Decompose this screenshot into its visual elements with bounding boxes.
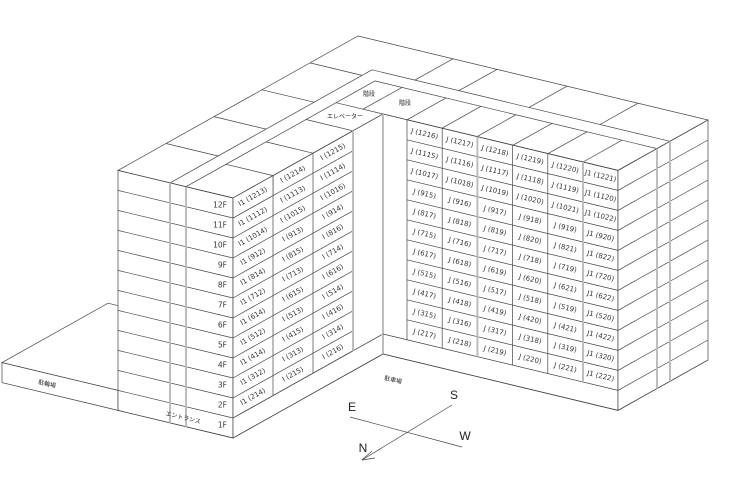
floor-line: [617, 339, 709, 391]
roof-division: [406, 97, 447, 121]
floor-line: [117, 410, 234, 439]
elevator-label: エレベーター: [327, 112, 363, 120]
bicycle-parking-label: 駐輪場: [37, 378, 56, 390]
floor-line: [117, 230, 234, 259]
floor-line: [232, 330, 354, 399]
floor-line: [617, 219, 709, 271]
compass-north-arrowhead: [361, 450, 373, 461]
elevator-outline: [335, 102, 384, 115]
roof-division: [547, 131, 588, 154]
floor-line: [117, 290, 234, 319]
floor-label: 11F: [213, 221, 227, 230]
roof-division: [458, 69, 498, 91]
floor-line: [617, 179, 709, 231]
floor-line: [232, 170, 354, 239]
floor-line: [117, 270, 234, 299]
floor-label: 4F: [218, 361, 227, 370]
roof-division: [165, 143, 219, 157]
floor-line: [117, 350, 234, 379]
roof-division: [476, 114, 517, 137]
floor-label: 12F: [213, 201, 227, 210]
roof-corridor-line: [185, 80, 376, 188]
floor-line: [617, 239, 709, 291]
roof-division: [225, 163, 274, 176]
roof-division: [265, 141, 314, 154]
roof-division: [309, 62, 363, 76]
stairs-outline: [362, 87, 403, 110]
floor-label: 10F: [213, 241, 227, 250]
roof-division: [528, 85, 568, 108]
floor-label: 5F: [218, 341, 227, 350]
floor-line: [382, 333, 619, 391]
floor-line: [617, 259, 709, 311]
floor-line: [617, 319, 709, 371]
roof-division: [305, 119, 354, 132]
roof-division: [582, 139, 623, 163]
floor-line: [117, 330, 234, 359]
floor-line: [117, 250, 234, 279]
floor-label: 9F: [218, 261, 227, 270]
compass-west-label: W: [459, 429, 471, 443]
floor-line: [617, 139, 709, 191]
stairs-label: 階段: [399, 99, 411, 107]
floor-line: [617, 299, 709, 351]
compass-north-south-line: [361, 404, 453, 461]
floor-line: [232, 210, 354, 279]
compass-north-label: N: [359, 441, 368, 455]
compass-north-arrowhead: [361, 457, 376, 461]
floor-line: [617, 119, 709, 171]
ground-line: [382, 353, 619, 411]
floor-line: [232, 290, 354, 359]
floor-line: [117, 370, 234, 399]
roof-division: [213, 116, 267, 130]
floor-line: [117, 210, 234, 239]
floor-line: [617, 159, 709, 211]
floor-line: [617, 199, 709, 251]
highlighted-unit-cell: [232, 175, 274, 219]
floor-line: [232, 310, 354, 379]
floor-line: [232, 333, 384, 419]
roof-division: [599, 102, 639, 125]
floor-label: 8F: [218, 281, 227, 290]
compass-south-label: S: [450, 388, 458, 402]
floor-line: [617, 279, 709, 331]
floor-label: 3F: [218, 381, 227, 390]
compass-east-label: E: [348, 400, 356, 414]
floor-line: [117, 190, 234, 219]
floor-line: [232, 250, 354, 319]
compass-east-west-line: [349, 416, 463, 448]
roof-division: [441, 105, 482, 129]
roof-corridor-line: [371, 69, 671, 142]
roof-division: [261, 89, 315, 103]
floor-line: [232, 190, 354, 259]
stairs-label: 階段: [363, 90, 375, 98]
roof-division: [414, 58, 454, 81]
floor-label: 6F: [218, 321, 227, 330]
roof-division: [512, 123, 553, 146]
roof-corridor-line: [169, 69, 373, 184]
floor-line: [117, 170, 234, 199]
floor-line: [117, 390, 234, 419]
floor-label: 7F: [218, 301, 227, 310]
floor-line: [617, 359, 709, 411]
floor-line: [232, 270, 354, 339]
floor-line: [117, 310, 234, 339]
floor-label: 1F: [218, 421, 227, 430]
parking-label: 駐車場: [383, 374, 402, 386]
floor-line: [232, 230, 354, 299]
ground-line: [232, 353, 384, 439]
floor-label: 2F: [218, 401, 227, 410]
